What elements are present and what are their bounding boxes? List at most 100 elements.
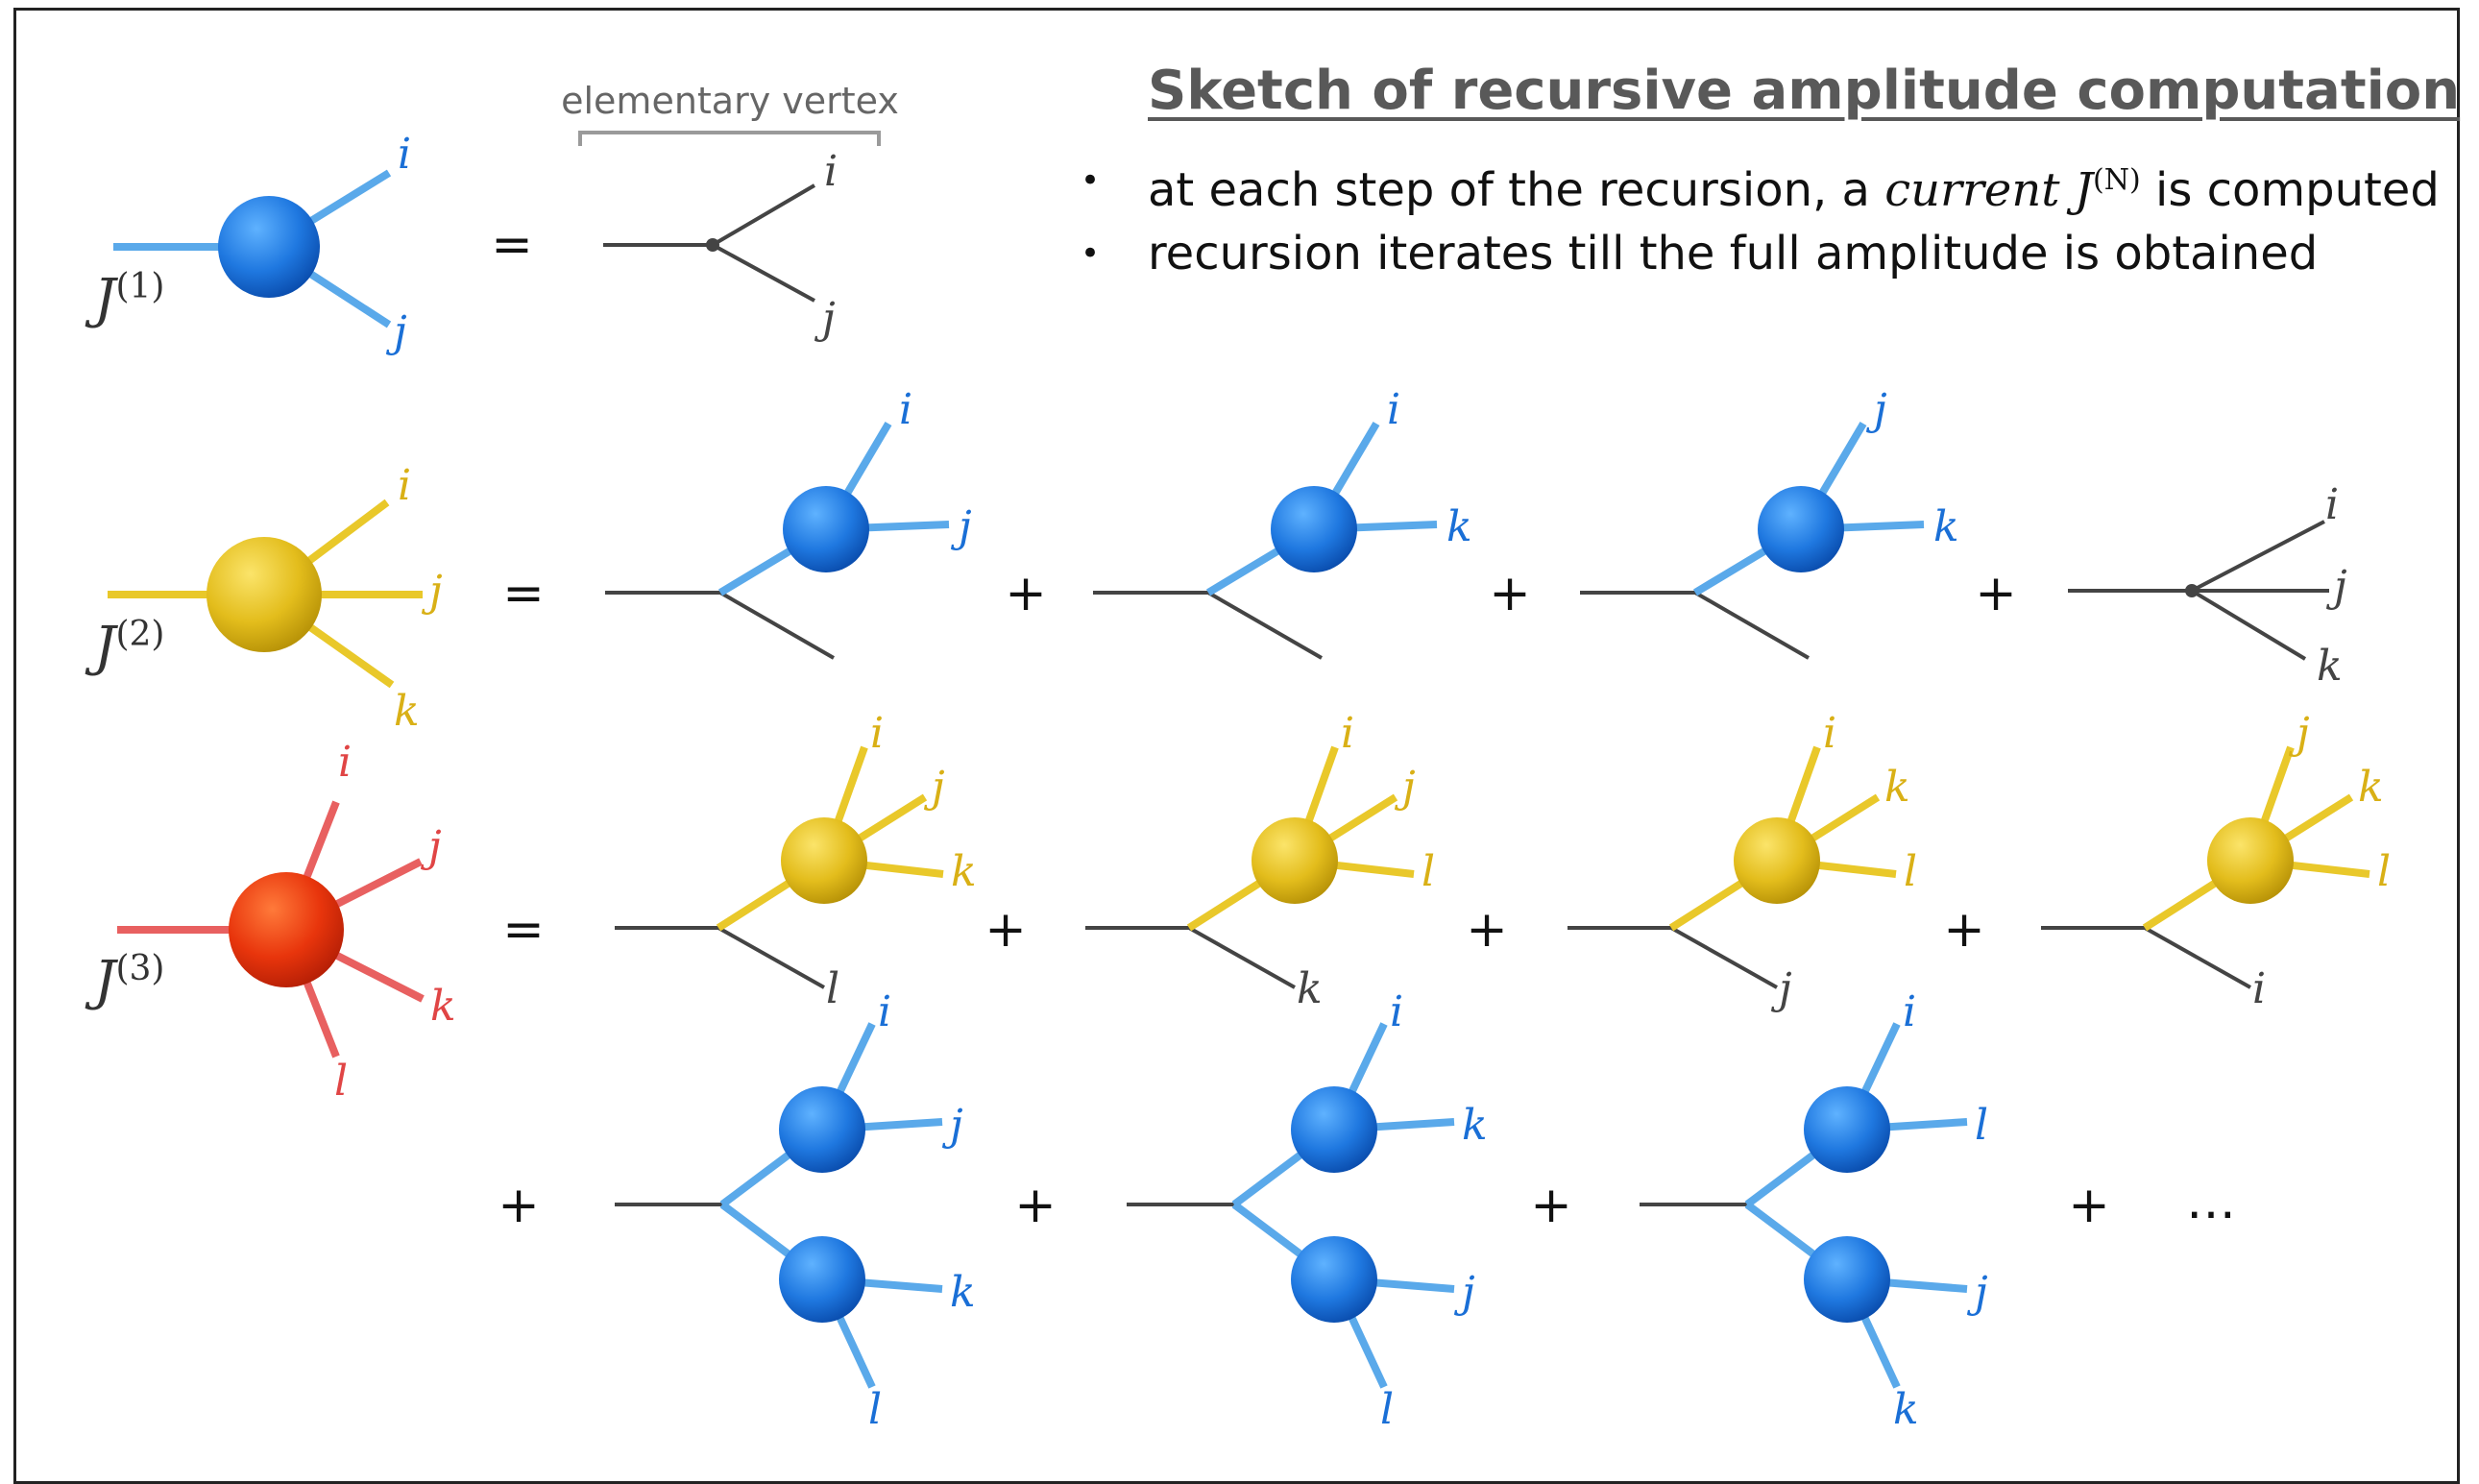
subcurrent-blob — [779, 1236, 865, 1323]
propagator-line — [711, 183, 816, 247]
leg-label: j — [1453, 1268, 1475, 1317]
vertex-dot — [2185, 584, 2199, 597]
bullet-1-tail: is computed — [2140, 163, 2440, 217]
bullet-marker: • — [1081, 161, 1101, 200]
leg-label: j — [814, 294, 836, 343]
leg-label: i — [1823, 709, 1836, 758]
current-j2-blob — [207, 537, 322, 652]
leg-label: l — [1904, 847, 1917, 896]
leg-label: j — [1770, 964, 1792, 1013]
subcurrent-blob — [1804, 1086, 1890, 1173]
leg-label: k — [1297, 964, 1323, 1013]
leg-label: k — [1446, 502, 1472, 551]
leg-label: i — [338, 738, 352, 787]
plus-sign: + — [1943, 901, 1985, 959]
plus-sign: + — [1466, 901, 1508, 959]
leg-label: j — [421, 567, 443, 616]
leg-label: k — [2358, 763, 2384, 812]
leg-label: k — [1893, 1385, 1919, 1434]
leg-label: i — [398, 461, 411, 510]
plus-sign: + — [2068, 1177, 2110, 1234]
propagator-line — [1670, 926, 1778, 989]
leg-label: k — [2317, 642, 2343, 691]
plus-sign: + — [1975, 565, 2017, 622]
propagator-line — [717, 926, 825, 989]
plus-sign: + — [1530, 1177, 1572, 1234]
leg-label: j — [1865, 385, 1887, 434]
current-j1-blob — [218, 196, 320, 298]
plus-sign: + — [1014, 1177, 1057, 1234]
bullet-list: • at each step of the recursion, a curre… — [1081, 144, 2440, 290]
leg-label: l — [334, 1057, 348, 1106]
propagator-line — [1694, 591, 1810, 660]
leg-label: i — [870, 709, 884, 758]
subcurrent-blob — [2207, 817, 2294, 904]
leg-label: l — [868, 1385, 882, 1434]
subcurrent-blob — [1291, 1086, 1377, 1173]
plus-sign: + — [984, 901, 1027, 959]
leg-label: k — [1933, 502, 1959, 551]
bullet-2-text: recursion iterates till the full amplitu… — [1148, 227, 2319, 280]
subcurrent-blob — [1804, 1236, 1890, 1323]
plus-sign: + — [1489, 565, 1531, 622]
leg-label: j — [950, 502, 972, 551]
propagator-line — [2191, 520, 2325, 593]
leg-label: k — [950, 1268, 976, 1317]
leg-label: l — [1380, 1385, 1394, 1434]
subcurrent-blob — [1734, 817, 1820, 904]
bullet-1-emphasis: current — [1884, 163, 2060, 217]
plus-sign: + — [1005, 565, 1047, 622]
leg-label: i — [2325, 480, 2339, 529]
leg-label: j — [420, 822, 442, 871]
subcurrent-blob — [783, 486, 869, 572]
leg-label: j — [1394, 763, 1416, 812]
leg-label: i — [824, 147, 838, 196]
propagator-line — [2190, 589, 2307, 661]
equals-sign: = — [502, 901, 545, 959]
ellipsis: … — [2186, 1173, 2236, 1230]
leg-label: k — [1884, 763, 1910, 812]
leg-label: i — [878, 987, 891, 1036]
propagator-line — [1188, 926, 1296, 989]
bullet-1-superscript: (N) — [2093, 163, 2141, 197]
bullet-item-1: • at each step of the recursion, a curre… — [1081, 144, 2440, 217]
vertex-caption-bracket — [578, 131, 881, 146]
equals-sign: = — [502, 565, 545, 622]
leg-label: j — [941, 1101, 963, 1150]
leg-label: l — [2377, 847, 2391, 896]
leg-label: l — [826, 964, 839, 1013]
propagator-line — [719, 591, 835, 660]
bullet-item-2: • recursion iterates till the full ampli… — [1081, 217, 2440, 290]
subcurrent-blob — [1252, 817, 1338, 904]
subcurrent-blob — [779, 1086, 865, 1173]
leg-label: k — [951, 847, 977, 896]
leg-label: i — [1903, 987, 1916, 1036]
bullet-marker: • — [1081, 234, 1101, 273]
propagator-line — [1207, 591, 1323, 660]
current-j2-label: J(2) — [85, 615, 164, 678]
leg-label: k — [430, 982, 456, 1031]
bullet-1-text: at each step of the recursion, a — [1148, 163, 1885, 217]
bullet-1-math: J — [2074, 163, 2094, 217]
leg-label: j — [1966, 1268, 1988, 1317]
current-j3-label: J(3) — [85, 949, 164, 1012]
leg-label: j — [385, 307, 407, 356]
leg-label: j — [2325, 562, 2347, 611]
leg-label: j — [923, 763, 945, 812]
elementary-vertex-caption: elementary vertex — [561, 80, 899, 122]
subcurrent-blob — [1758, 486, 1844, 572]
subcurrent-blob — [1271, 486, 1357, 572]
leg-label: k — [1462, 1101, 1488, 1150]
leg-label: i — [1341, 709, 1354, 758]
propagator-line — [2144, 926, 2251, 989]
leg-label: i — [1387, 385, 1400, 434]
subcurrent-blob — [781, 817, 867, 904]
leg-label: l — [1975, 1101, 1988, 1150]
leg-label: i — [398, 130, 411, 179]
plus-sign: + — [498, 1177, 540, 1234]
current-j3-blob — [229, 872, 344, 987]
diagram-title: Sketch of recursive amplitude computatio… — [1148, 60, 2461, 122]
leg-label: i — [899, 385, 912, 434]
leg-label: i — [2252, 964, 2266, 1013]
